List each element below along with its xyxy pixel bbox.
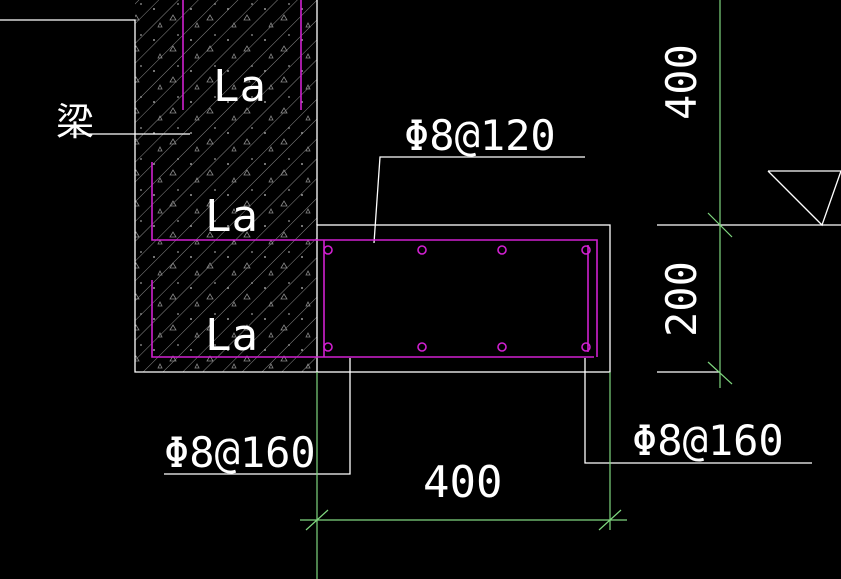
dimensions xyxy=(300,0,733,579)
rebar-dot xyxy=(323,342,333,352)
rebar-top-label: Φ8@120 xyxy=(404,111,556,160)
anchor-length-label-top: La xyxy=(213,61,266,112)
rebar-bottom-left-leader xyxy=(164,358,351,475)
bottom-anchor-bar xyxy=(151,280,594,358)
rebar-top-leader xyxy=(373,156,585,244)
rebar-dot xyxy=(581,245,591,255)
dim-tick xyxy=(598,509,622,531)
outline xyxy=(0,0,841,475)
dim-vertical-top-label: 400 xyxy=(657,44,706,120)
beam-outline xyxy=(0,19,317,373)
elevation-mark xyxy=(767,170,841,227)
rebar-dot xyxy=(417,245,427,255)
rebar-dot xyxy=(497,245,507,255)
dim-vertical-bottom-label: 200 xyxy=(657,261,706,337)
top-anchor-bar xyxy=(151,162,598,357)
rebar-dot xyxy=(581,342,591,352)
concrete-hatch-region xyxy=(0,0,317,372)
dim-tick xyxy=(707,212,733,238)
rebar-dot xyxy=(497,342,507,352)
dim-tick xyxy=(707,361,733,385)
anchor-length-label-bottom: La xyxy=(205,310,258,361)
labels: 梁 La La La Φ8@120 Φ8@160 Φ8@160 400 400 … xyxy=(56,44,784,508)
beam-label: 梁 xyxy=(56,100,94,144)
rebar-bottom-right-leader xyxy=(584,358,812,464)
dim-horizontal-label: 400 xyxy=(423,457,502,508)
anchor-length-label-mid: La xyxy=(205,191,258,242)
rebar-bottom-right-label: Φ8@160 xyxy=(632,416,784,465)
rebar-bottom-left-label: Φ8@160 xyxy=(164,428,316,477)
rebar-dot xyxy=(417,342,427,352)
slab-section-outline xyxy=(316,224,611,373)
dim-tick xyxy=(305,509,329,531)
rebar xyxy=(151,0,598,358)
rebar-dot xyxy=(323,245,333,255)
